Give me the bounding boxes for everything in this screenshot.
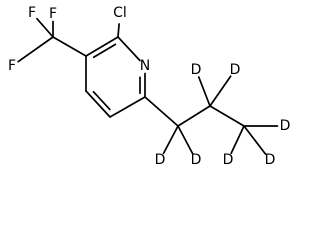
atom-label-d2: D: [191, 152, 202, 168]
bond-c9-d7: [230, 125, 245, 155]
bond-c1-cl: [117, 23, 120, 38]
bond-c7-d1: [162, 125, 179, 155]
bond-c4-c5: [109, 96, 146, 118]
atom-label-f3: F: [49, 6, 57, 22]
atom-label-n1: N: [140, 58, 150, 74]
atom-label-d1: D: [155, 152, 166, 168]
bond-c2-c6: [52, 36, 87, 57]
bond-c6-f1: [36, 17, 54, 38]
bond-c5-c7: [144, 96, 179, 127]
bond-c3-c4-inner: [92, 90, 111, 111]
bond-c8-d4: [209, 75, 232, 107]
bond-c8-c9: [209, 105, 245, 127]
atom-label-d5: D: [280, 118, 291, 134]
atom-label-f1: F: [28, 5, 36, 21]
bond-c8-d3: [197, 76, 211, 107]
bond-n1-c1: [117, 36, 141, 62]
bond-c7-d2: [177, 125, 194, 155]
atom-label-d6: D: [265, 152, 276, 168]
atom-label-d3: D: [191, 62, 202, 78]
atom-label-f2: F: [8, 58, 16, 74]
bond-c3-c4: [85, 90, 111, 118]
atom-label-d4: D: [230, 62, 241, 78]
atom-label-cl: Cl: [113, 5, 127, 21]
bond-c1-c2-inner: [92, 43, 117, 59]
bond-c6-f2: [17, 36, 54, 63]
atom-label-d7: D: [223, 152, 234, 168]
bond-c1-c2: [85, 36, 119, 57]
bond-c7-c8: [177, 105, 211, 127]
bond-layer: [17, 17, 279, 155]
bond-c9-d6: [243, 125, 267, 155]
